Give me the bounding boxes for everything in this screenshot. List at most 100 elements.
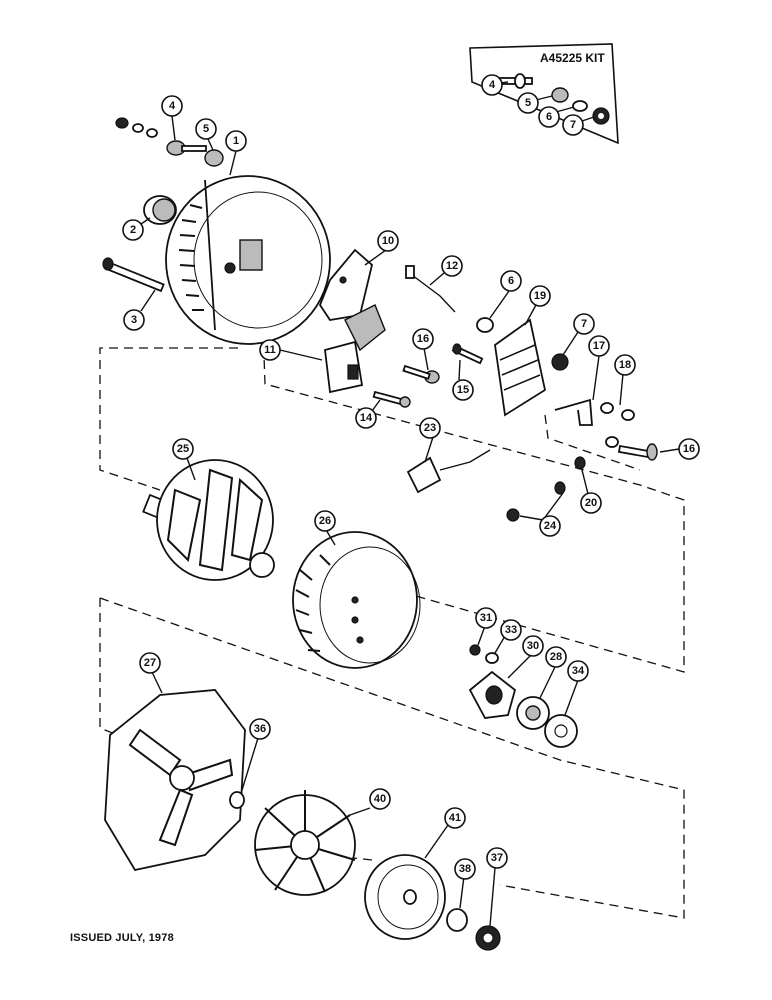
svg-text:12: 12 bbox=[446, 260, 458, 272]
callout-24: 24 bbox=[539, 515, 561, 537]
svg-text:37: 37 bbox=[491, 852, 503, 864]
pulley-nut bbox=[475, 925, 501, 951]
svg-text:5: 5 bbox=[203, 123, 209, 135]
svg-text:19: 19 bbox=[534, 290, 546, 302]
terminal-bracket bbox=[554, 398, 658, 461]
callout-kit-5: 5 bbox=[517, 92, 539, 114]
insulating-washer bbox=[476, 317, 494, 333]
svg-text:20: 20 bbox=[585, 497, 597, 509]
callout-23: 23 bbox=[419, 417, 441, 439]
callout-3: 3 bbox=[123, 309, 145, 331]
svg-text:4: 4 bbox=[169, 100, 176, 112]
rear-housing bbox=[165, 175, 331, 345]
callout-16b: 16 bbox=[678, 438, 700, 460]
svg-text:40: 40 bbox=[374, 793, 386, 805]
callout-25: 25 bbox=[172, 438, 194, 460]
brush-holder bbox=[324, 304, 386, 394]
callout-34: 34 bbox=[567, 660, 589, 682]
pulley bbox=[364, 854, 446, 940]
nut bbox=[551, 353, 569, 371]
svg-text:25: 25 bbox=[177, 443, 189, 455]
callout-10: 10 bbox=[377, 230, 399, 252]
stator bbox=[292, 531, 421, 669]
svg-text:10: 10 bbox=[382, 235, 394, 247]
callout-40: 40 bbox=[369, 788, 391, 810]
svg-text:27: 27 bbox=[144, 657, 156, 669]
svg-text:14: 14 bbox=[360, 412, 373, 424]
svg-text:11: 11 bbox=[264, 344, 276, 356]
svg-text:28: 28 bbox=[550, 651, 562, 663]
callout-kit-4: 4 bbox=[481, 74, 503, 96]
callout-41: 41 bbox=[444, 807, 466, 829]
svg-text:3: 3 bbox=[131, 314, 137, 326]
svg-text:23: 23 bbox=[424, 422, 436, 434]
callout-1: 1 bbox=[225, 130, 247, 152]
svg-text:26: 26 bbox=[319, 515, 331, 527]
callout-14: 14 bbox=[355, 407, 377, 429]
callout-27: 27 bbox=[139, 652, 161, 674]
svg-text:41: 41 bbox=[449, 812, 461, 824]
callout-6: 6 bbox=[500, 270, 522, 292]
callout-19: 19 bbox=[529, 285, 551, 307]
rotor bbox=[142, 459, 275, 581]
svg-text:16: 16 bbox=[417, 333, 429, 345]
callout-4: 4 bbox=[161, 95, 183, 117]
kit-title: A45225 KIT bbox=[540, 51, 605, 65]
callout-11: 11 bbox=[259, 339, 281, 361]
small-screws bbox=[506, 456, 586, 522]
callout-12: 12 bbox=[441, 255, 463, 277]
svg-text:31: 31 bbox=[480, 612, 492, 624]
through-bolt bbox=[102, 257, 165, 293]
callout-36: 36 bbox=[249, 718, 271, 740]
callout-26: 26 bbox=[314, 510, 336, 532]
callout-2: 2 bbox=[122, 219, 144, 241]
callout-20: 20 bbox=[580, 492, 602, 514]
leader-lines bbox=[140, 115, 680, 927]
callout-37: 37 bbox=[486, 847, 508, 869]
callout-17: 17 bbox=[588, 335, 610, 357]
callout-18: 18 bbox=[614, 354, 636, 376]
kit-box: A45225 KIT bbox=[469, 43, 619, 145]
spacer bbox=[229, 791, 245, 809]
svg-text:16: 16 bbox=[683, 443, 695, 455]
kit-insulator bbox=[551, 87, 569, 103]
svg-text:6: 6 bbox=[508, 275, 514, 287]
svg-text:2: 2 bbox=[130, 224, 136, 236]
callout-30: 30 bbox=[522, 635, 544, 657]
callout-5: 5 bbox=[195, 118, 217, 140]
issue-date-footer: ISSUED JULY, 1978 bbox=[70, 932, 174, 944]
svg-text:1: 1 bbox=[233, 135, 239, 147]
svg-text:18: 18 bbox=[619, 359, 631, 371]
screws bbox=[372, 343, 484, 408]
callout-28: 28 bbox=[545, 646, 567, 668]
svg-text:24: 24 bbox=[544, 520, 557, 532]
callout-16a: 16 bbox=[412, 328, 434, 350]
callout-38: 38 bbox=[454, 858, 476, 880]
svg-text:30: 30 bbox=[527, 640, 539, 652]
svg-text:17: 17 bbox=[593, 340, 605, 352]
lead-wire bbox=[405, 265, 456, 313]
callouts: 4 5 6 7 4 5 1 2 3 10 12 6 19 7 11 16 15 … bbox=[122, 74, 700, 880]
bearing bbox=[143, 195, 177, 225]
svg-text:5: 5 bbox=[525, 97, 531, 109]
kit-bolt-head bbox=[514, 73, 526, 89]
callout-31: 31 bbox=[475, 607, 497, 629]
front-bearing-stack bbox=[468, 644, 578, 748]
svg-text:15: 15 bbox=[457, 384, 469, 396]
callout-7: 7 bbox=[573, 313, 595, 335]
kit-washer bbox=[572, 100, 588, 112]
front-housing bbox=[104, 689, 246, 872]
callout-15: 15 bbox=[452, 379, 474, 401]
callout-kit-7: 7 bbox=[562, 114, 584, 136]
svg-text:34: 34 bbox=[572, 665, 585, 677]
small-hardware-top-left bbox=[115, 117, 224, 167]
svg-text:4: 4 bbox=[489, 79, 496, 91]
callout-33: 33 bbox=[500, 619, 522, 641]
svg-text:7: 7 bbox=[581, 318, 587, 330]
svg-text:6: 6 bbox=[546, 111, 552, 123]
callout-kit-6: 6 bbox=[538, 106, 560, 128]
svg-text:38: 38 bbox=[459, 863, 471, 875]
lock-washer bbox=[446, 908, 468, 932]
capacitor bbox=[406, 449, 491, 494]
